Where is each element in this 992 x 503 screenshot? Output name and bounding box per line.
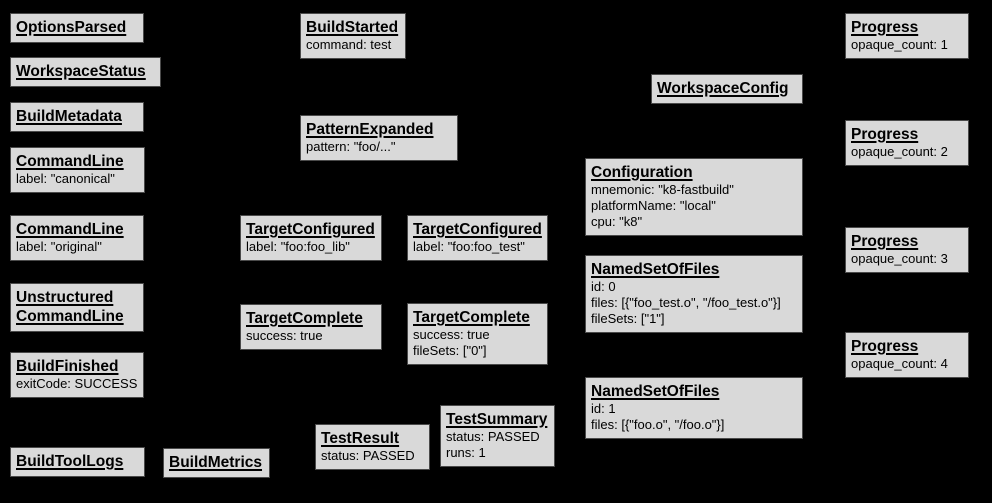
node-field: label: "foo:foo_test" (413, 239, 525, 254)
node-title: TargetConfigured (413, 221, 542, 238)
node-field: label: "foo:foo_lib" (246, 239, 350, 254)
node-field: opaque_count: 2 (851, 144, 948, 159)
node-field: pattern: "foo/..." (306, 139, 396, 154)
node-named-set-of-files-0: NamedSetOfFiles id: 0 files: [{"foo_test… (585, 255, 803, 333)
node-field: fileSets: ["0"] (413, 343, 487, 358)
node-title: PatternExpanded (306, 121, 434, 138)
node-target-configured-foo-lib: TargetConfigured label: "foo:foo_lib" (240, 215, 382, 261)
node-target-configured-foo-test: TargetConfigured label: "foo:foo_test" (407, 215, 548, 261)
node-field: cpu: "k8" (591, 214, 643, 229)
node-title: TestResult (321, 430, 400, 447)
node-progress-1: Progress opaque_count: 1 (845, 13, 969, 59)
node-options-parsed: OptionsParsed (10, 13, 144, 43)
node-field: files: [{"foo.o", "/foo.o"}] (591, 417, 725, 432)
node-progress-2: Progress opaque_count: 2 (845, 120, 969, 166)
node-field: success: true (413, 327, 490, 342)
node-field: opaque_count: 4 (851, 356, 948, 371)
node-title: BuildMetrics (169, 454, 263, 471)
node-title: OptionsParsed (16, 19, 127, 36)
node-field: label: "canonical" (16, 171, 115, 186)
node-title: BuildToolLogs (16, 453, 124, 470)
node-field: runs: 1 (446, 445, 486, 460)
node-title: TestSummary (446, 411, 548, 428)
node-title: WorkspaceConfig (657, 80, 789, 97)
node-field: label: "original" (16, 239, 102, 254)
node-title: CommandLine (16, 221, 124, 238)
node-field: mnemonic: "k8-fastbuild" (591, 182, 734, 197)
node-build-finished: BuildFinished exitCode: SUCCESS (10, 352, 144, 398)
node-command-line-original: CommandLine label: "original" (10, 215, 144, 261)
node-test-summary: TestSummary status: PASSED runs: 1 (440, 405, 555, 467)
node-build-started: BuildStarted command: test (300, 13, 406, 59)
node-field: platformName: "local" (591, 198, 716, 213)
node-field: opaque_count: 3 (851, 251, 948, 266)
node-title: TargetComplete (246, 310, 363, 327)
node-title: WorkspaceStatus (16, 63, 146, 80)
node-workspace-status: WorkspaceStatus (10, 57, 161, 87)
node-named-set-of-files-1: NamedSetOfFiles id: 1 files: [{"foo.o", … (585, 377, 803, 439)
node-title: Progress (851, 338, 919, 355)
node-progress-4: Progress opaque_count: 4 (845, 332, 969, 378)
node-progress-3: Progress opaque_count: 3 (845, 227, 969, 273)
node-unstructured-command-line: Unstructured CommandLine (10, 283, 144, 332)
node-test-result: TestResult status: PASSED (315, 424, 430, 470)
node-field: files: [{"foo_test.o", "/foo_test.o"}] (591, 295, 781, 310)
node-title: TargetConfigured (246, 221, 375, 238)
node-field: status: PASSED (321, 448, 415, 463)
node-field: exitCode: SUCCESS (16, 376, 138, 391)
node-title: CommandLine (16, 153, 124, 170)
node-field: id: 0 (591, 279, 616, 294)
node-pattern-expanded: PatternExpanded pattern: "foo/..." (300, 115, 458, 161)
node-field: command: test (306, 37, 392, 52)
node-field: status: PASSED (446, 429, 540, 444)
node-workspace-config: WorkspaceConfig (651, 74, 803, 104)
node-title: Progress (851, 233, 919, 250)
node-configuration: Configuration mnemonic: "k8-fastbuild" p… (585, 158, 803, 236)
node-title: Configuration (591, 164, 693, 181)
node-build-tool-logs: BuildToolLogs (10, 447, 145, 477)
node-build-metrics: BuildMetrics (163, 448, 270, 478)
node-title: Progress (851, 19, 919, 36)
node-field: success: true (246, 328, 323, 343)
node-title: BuildMetadata (16, 108, 122, 125)
node-title: TargetComplete (413, 309, 530, 326)
node-field: opaque_count: 1 (851, 37, 948, 52)
node-target-complete-foo-lib: TargetComplete success: true (240, 304, 382, 350)
node-title: BuildFinished (16, 358, 119, 375)
node-field: id: 1 (591, 401, 616, 416)
node-field: fileSets: ["1"] (591, 311, 665, 326)
node-title: BuildStarted (306, 19, 399, 36)
node-build-metadata: BuildMetadata (10, 102, 144, 132)
node-command-line-canonical: CommandLine label: "canonical" (10, 147, 145, 193)
node-title: Progress (851, 126, 919, 143)
node-target-complete-foo-test: TargetComplete success: true fileSets: [… (407, 303, 548, 365)
node-title: NamedSetOfFiles (591, 261, 720, 278)
node-title: NamedSetOfFiles (591, 383, 720, 400)
node-title: Unstructured CommandLine (16, 289, 124, 325)
